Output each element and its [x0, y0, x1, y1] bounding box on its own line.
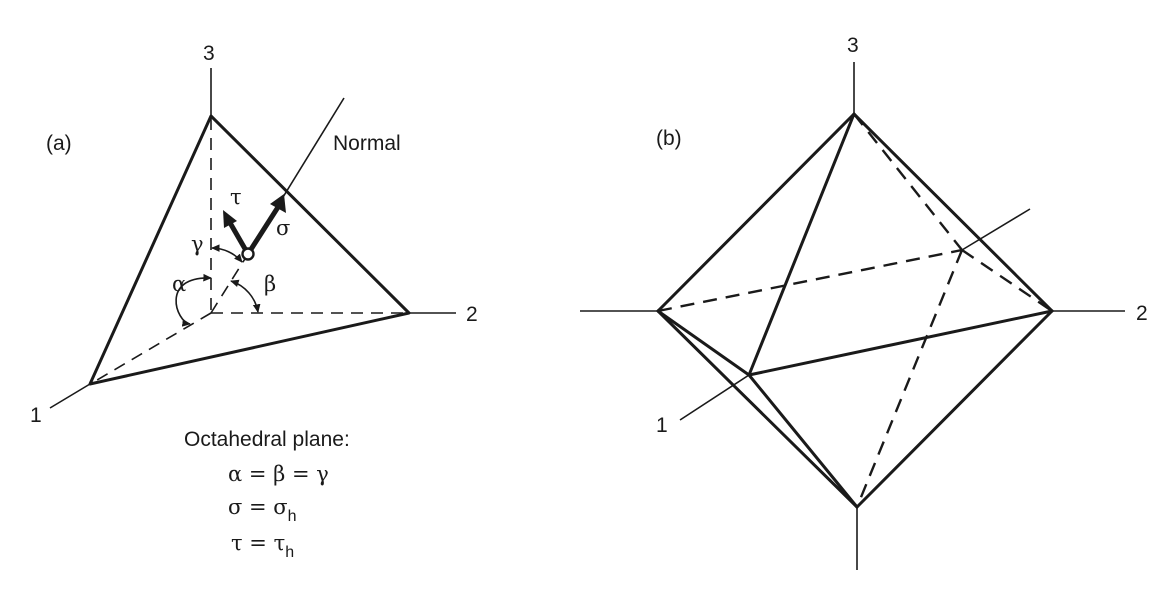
panel-a-tag: (a) [46, 132, 72, 155]
axis-1-dashed [91, 312, 212, 384]
caption-eq-tau: τ = τh [231, 531, 294, 561]
alpha-arc [175, 273, 212, 327]
caption-eq-angles: α = β = γ [228, 462, 329, 486]
sigma-arrowhead [270, 194, 286, 213]
stress-point [241, 247, 255, 261]
panel-b-tag: (b) [656, 127, 682, 150]
octahedron-visible-edges [656, 112, 1054, 509]
sigma-vector [245, 202, 283, 256]
gamma-label: γ [191, 232, 204, 256]
octahedral-plane-triangle [88, 114, 411, 386]
b-axis-2-label: 2 [1136, 302, 1148, 325]
edge-top-right [852, 112, 1054, 313]
hidden-edge-back-right [961, 249, 1053, 312]
axis-2-label: 2 [466, 303, 478, 326]
edge-right-bottom [855, 309, 1054, 509]
axis-1-label: 1 [30, 404, 42, 427]
normal-label: Normal [333, 132, 401, 155]
edge-front-right [747, 309, 1054, 377]
axis-1-line [49, 383, 91, 409]
b-axis-3-label: 3 [847, 34, 859, 57]
gamma-arc [211, 244, 243, 263]
panel-b: (b) 3 2 1 [580, 34, 1148, 570]
b-axis-1-line [679, 374, 750, 421]
beta-label: β [264, 272, 276, 296]
caption-eq-sigma: σ = σh [228, 495, 297, 525]
hidden-edge-back-bottom [855, 249, 964, 508]
b-axis-back-line [961, 208, 1031, 251]
hidden-edge-left-back [657, 248, 963, 313]
alpha-label: α [172, 272, 186, 296]
normal-dashed [210, 253, 249, 314]
edge-front-bottom [747, 373, 859, 509]
beta-arc [230, 279, 261, 313]
hidden-edge-top-back [853, 113, 963, 251]
b-axis-1-label: 1 [656, 414, 668, 437]
caption-title: Octahedral plane: [184, 428, 350, 451]
axis-3-label: 3 [203, 42, 215, 65]
edge-left-front [656, 309, 751, 377]
panel-a: (a) 3 2 1 Normal γ β α τ σ [30, 42, 478, 561]
tau-arrowhead [223, 210, 237, 228]
edge-top-front [747, 112, 856, 377]
edge-left-bottom [656, 309, 859, 509]
sigma-label: σ [276, 216, 290, 240]
edge-top-left [656, 112, 856, 313]
tau-label: τ [230, 185, 242, 209]
